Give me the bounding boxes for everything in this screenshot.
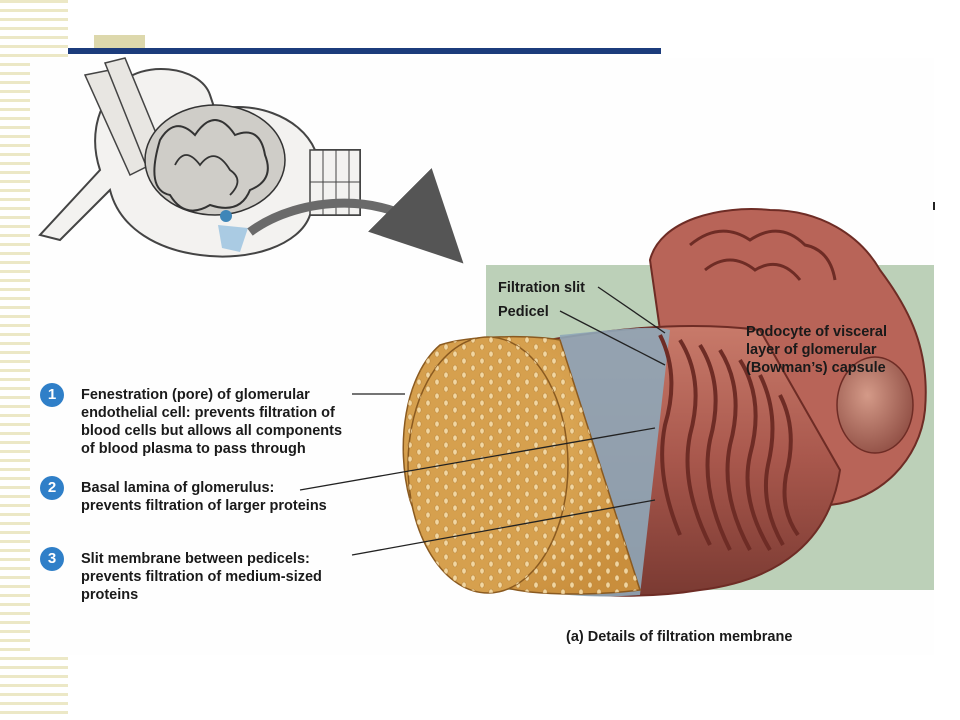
podocyte-body: [648, 208, 927, 507]
leader-lines: [299, 286, 666, 556]
item-3-line-1: Slit membrane between pedicels:: [81, 551, 310, 567]
item-1-line-2: endothelial cell: prevents filtration of: [81, 405, 335, 421]
figure-caption: (a) Details of filtration membrane: [566, 629, 793, 645]
podocyte-line-3: (Bowman’s) capsule: [746, 360, 886, 376]
label-filtration-slit: Filtration slit: [498, 280, 585, 296]
item-2-text: Basal lamina of glomerulus: prevents fil…: [81, 479, 327, 515]
number-badge-1: 1: [40, 383, 64, 407]
item-1-line-1: Fenestration (pore) of glomerular: [81, 387, 310, 403]
item-1-line-3: blood cells but allows all components: [81, 423, 343, 439]
number-badge-3: 3: [40, 547, 64, 571]
item-2-line-2: prevents filtration of larger proteins: [81, 498, 327, 514]
item-3-line-2: prevents filtration of medium-sized: [81, 569, 322, 585]
pedicels: [658, 334, 800, 552]
title-bar: [68, 48, 661, 54]
item-3-line-3: proteins: [81, 587, 139, 603]
podocyte-line-2: layer of glomerular: [746, 342, 877, 358]
item-1-text: Fenestration (pore) of glomerular endoth…: [81, 386, 342, 458]
item-3-text: Slit membrane between pedicels: prevents…: [81, 550, 322, 604]
endothelial-cylinder: [402, 335, 641, 595]
number-badge-2: 2: [40, 476, 64, 500]
title-accent-block: [94, 35, 145, 49]
item-1-line-4: of blood plasma to pass through: [81, 441, 306, 457]
item-2-line-1: Basal lamina of glomerulus:: [81, 480, 275, 496]
podocyte-line-1: Podocyte of visceral: [746, 324, 888, 340]
renal-corpuscle-sketch: [38, 57, 361, 258]
label-pedicel: Pedicel: [498, 304, 549, 320]
label-podocyte: Podocyte of visceral layer of glomerular…: [746, 323, 887, 377]
zoom-arrow: [247, 168, 464, 264]
